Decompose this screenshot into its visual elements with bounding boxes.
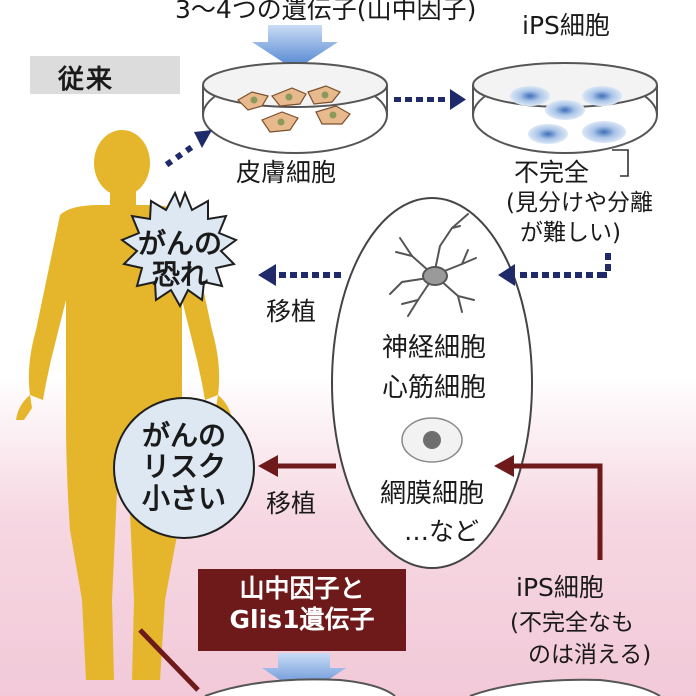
petri-dish-skin bbox=[202, 62, 388, 154]
retina-cell-illustration bbox=[401, 417, 463, 463]
transplant-label-bottom: 移植 bbox=[266, 489, 317, 518]
factor-line-1: 山中因子と bbox=[239, 574, 365, 603]
ips-bottom-label: iPS細胞 bbox=[516, 573, 604, 602]
low-risk-circle bbox=[113, 397, 255, 539]
incomplete-bracket bbox=[612, 149, 629, 177]
cancer-fear-text: がんの 恐れ bbox=[130, 228, 230, 291]
ips-bottom-note-2: のは消える) bbox=[528, 642, 652, 668]
retina-label: 網膜細胞 bbox=[380, 479, 485, 509]
arrow-oval-to-body-bottom bbox=[258, 455, 336, 477]
cancer-fear-starburst bbox=[119, 190, 239, 309]
ips-top-label: iPS細胞 bbox=[522, 11, 610, 40]
incomplete-note-2: が難しい) bbox=[520, 220, 621, 246]
cancer-fear-line-1: がんの bbox=[137, 227, 222, 260]
conventional-label: 従来 bbox=[58, 65, 115, 95]
ips-bottom-note-1: (不完全なも bbox=[510, 610, 634, 636]
etc-label: …など bbox=[404, 517, 480, 546]
incomplete-label: 不完全 bbox=[514, 158, 590, 187]
differentiated-cells-oval bbox=[331, 197, 533, 569]
petri-dish-ips bbox=[472, 62, 658, 154]
skin-cells-label: 皮膚細胞 bbox=[236, 158, 337, 187]
factor-line-2: Glis1遺伝子 bbox=[229, 605, 375, 635]
factor-box: 山中因子と Glis1遺伝子 bbox=[198, 569, 406, 651]
cardiomyocyte-label: 心筋細胞 bbox=[382, 373, 487, 403]
low-risk-line-1: がんの bbox=[141, 419, 226, 452]
incomplete-note-1: (見分けや分離 bbox=[506, 190, 653, 216]
neuron-label: 神経細胞 bbox=[382, 333, 487, 363]
bottom-dish-right bbox=[469, 678, 661, 696]
arrow-body-to-skin bbox=[164, 130, 212, 168]
arrow-ips-bottom-to-oval bbox=[494, 455, 603, 560]
transplant-label-top: 移植 bbox=[266, 297, 317, 326]
conventional-badge: 従来 bbox=[30, 56, 180, 95]
low-risk-text: がんの リスク 小さい bbox=[134, 420, 234, 514]
factor-down-arrow bbox=[262, 653, 346, 696]
cancer-fear-line-2: 恐れ bbox=[151, 258, 208, 292]
arrow-ips-to-oval bbox=[498, 253, 611, 286]
neuron-illustration bbox=[389, 213, 477, 317]
arrow-body-bottom-diagonal bbox=[138, 628, 200, 692]
genes-down-arrow bbox=[252, 25, 338, 70]
low-risk-line-3: 小さい bbox=[141, 481, 226, 515]
genes-label: 3～4つの遺伝子(山中因子) bbox=[175, 0, 477, 24]
arrow-oval-to-body-top bbox=[258, 264, 341, 286]
bottom-dish-left bbox=[204, 678, 396, 696]
arrow-skin-to-ips bbox=[394, 89, 466, 110]
low-risk-line-2: リスク bbox=[141, 450, 226, 484]
